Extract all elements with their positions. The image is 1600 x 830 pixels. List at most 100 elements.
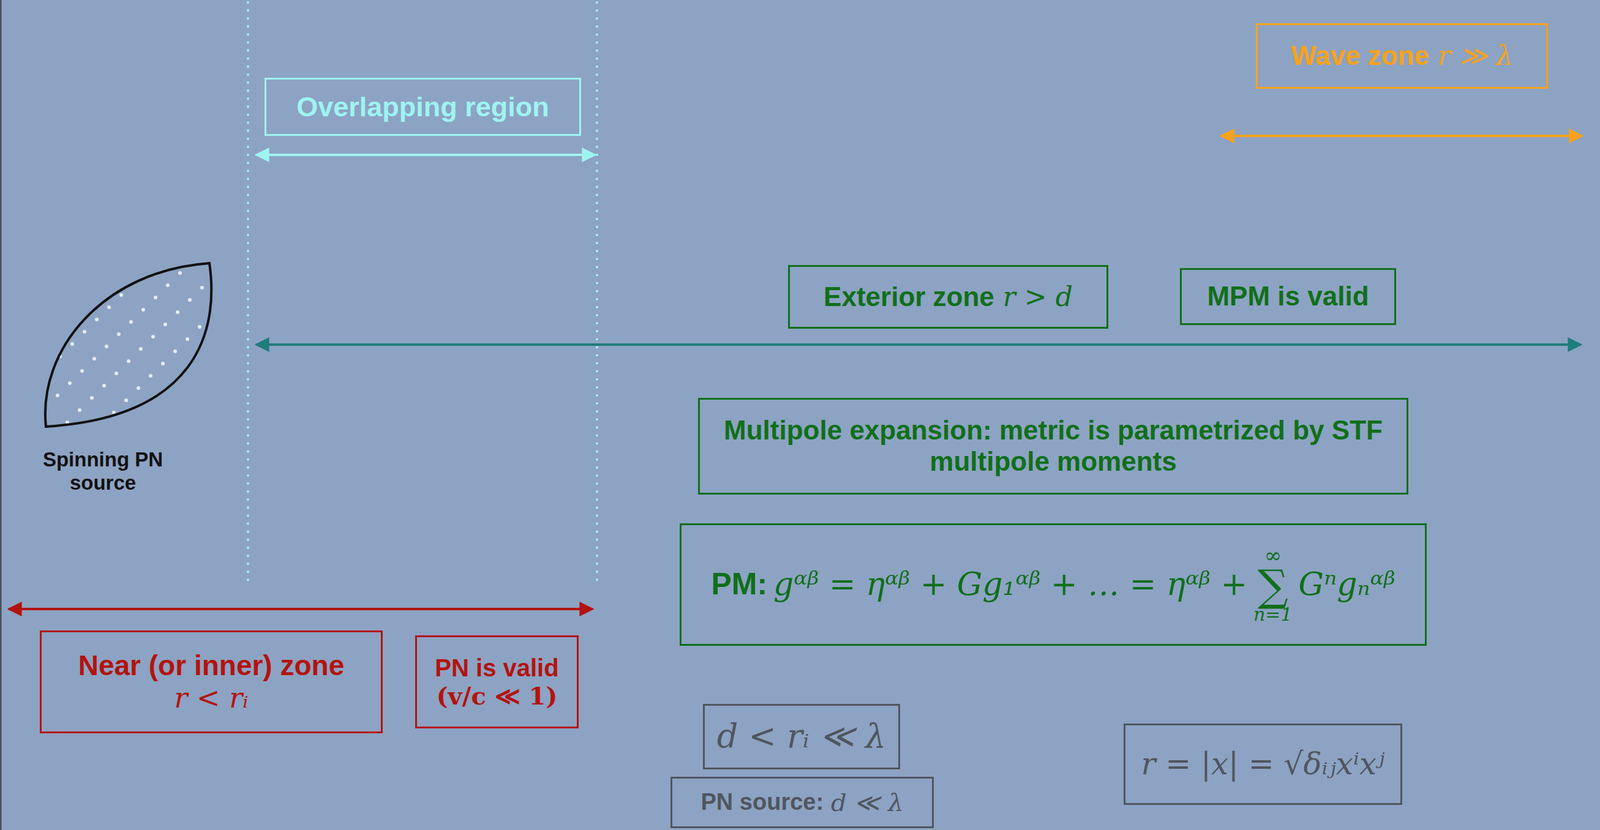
source-dot [55, 393, 60, 398]
frame-edge [0, 0, 2, 830]
node-text: r = |x| = √δᵢⱼxⁱxʲ [1140, 747, 1385, 783]
source-dot [185, 337, 190, 342]
dotted-boundary [246, 2, 250, 587]
source-dot [63, 276, 67, 280]
source-dot [104, 344, 109, 349]
node-text: ∞ [1264, 545, 1282, 566]
node-text: d ≪ λ [830, 788, 904, 817]
label-box: Exterior zoner > d [788, 265, 1109, 329]
node-text: Spinning PN source [41, 448, 165, 495]
node-text: r > d [1002, 281, 1073, 313]
node-text: Near (or inner) zone [78, 649, 345, 683]
node-text: d < rᵢ ≪ λ [717, 717, 887, 756]
label-box: Wave zoner ≫ λ [1255, 23, 1548, 89]
source-dot [178, 271, 182, 275]
source-dot [183, 376, 187, 381]
source-dot [143, 268, 148, 273]
source-dot [48, 327, 53, 332]
source-dot [195, 364, 200, 369]
label-box: PN is valid(v/c ≪ 1) [415, 635, 579, 729]
source-dot [207, 352, 212, 356]
source-dot [67, 381, 72, 386]
node-text: PN is valid [434, 653, 559, 683]
source-dot [153, 295, 158, 300]
source-dot [161, 361, 165, 366]
source-dot [173, 349, 177, 354]
node-text: Gⁿgₙᵅᵝ [1298, 566, 1396, 604]
range-arrow [255, 153, 596, 157]
source-dot [119, 293, 124, 297]
source-dot [116, 332, 121, 337]
source-dot [141, 307, 146, 312]
source-dot [163, 322, 168, 327]
range-arrow [1220, 134, 1583, 138]
source-dot [192, 403, 197, 408]
source-outline [45, 263, 212, 427]
text-stack: ∞∑n=1 [1253, 545, 1293, 624]
source-dot [129, 320, 133, 324]
source-dot [97, 278, 102, 283]
source-dot [107, 305, 111, 310]
source-dot [138, 347, 143, 351]
node-text: ∑ [1257, 565, 1289, 607]
source-dot [85, 290, 89, 295]
source-dot [151, 334, 155, 339]
source-dot [148, 374, 153, 378]
node-text: MPM is valid [1206, 281, 1369, 313]
node-text: Overlapping region [296, 91, 550, 124]
node-text: (v/c ≪ 1) [436, 682, 558, 711]
source-illustration [36, 257, 221, 441]
node-text: r ≫ λ [1437, 40, 1514, 72]
source-dot [126, 359, 131, 364]
source-dot [90, 396, 94, 400]
node-text: Wave zone [1290, 40, 1430, 72]
source-dot [50, 288, 55, 293]
source-dot [136, 386, 141, 391]
source-dot [180, 415, 185, 420]
node-text: Multipole expansion: metric is parametri… [712, 415, 1395, 477]
label-box: PN source:d ≪ λ [670, 777, 934, 829]
node-text: PM: [710, 567, 768, 603]
source-dot [109, 266, 114, 271]
node-text: PN source: [700, 789, 824, 817]
range-arrow [8, 608, 593, 611]
source-dot [187, 298, 192, 302]
source-dot [124, 398, 128, 403]
source-dot [99, 423, 104, 427]
label-box: MPM is valid [1179, 268, 1397, 326]
label-box: r = |x| = √δᵢⱼxⁱxʲ [1123, 723, 1403, 806]
source-dot [92, 356, 97, 361]
source-dot [197, 325, 202, 329]
text-stack: PN is valid(v/c ≪ 1) [434, 653, 559, 711]
source-dot [70, 342, 75, 346]
source-figure: Spinning PN source [36, 257, 221, 496]
node-text: gᵅᵝ = ηᵅᵝ + Gg₁ᵅᵝ + … = ηᵅᵝ + [773, 566, 1248, 604]
source-dot [80, 369, 84, 373]
node-text: Exterior zone [823, 281, 995, 313]
text-stack: Near (or inner) zoner < rᵢ [78, 649, 345, 715]
source-dot [60, 315, 65, 320]
source-dot [146, 413, 151, 417]
label-box: PM:gᵅᵝ = ηᵅᵝ + Gg₁ᵅᵝ + … = ηᵅᵝ +∞∑n=1Gⁿg… [679, 523, 1427, 647]
source-dot [94, 317, 99, 322]
source-dot [82, 330, 87, 334]
range-arrow [255, 343, 1582, 346]
source-dot [72, 303, 77, 307]
label-box: Near (or inner) zoner < rᵢ [39, 630, 383, 734]
source-dot [200, 285, 204, 290]
source-dot [175, 310, 180, 315]
node-text: n=1 [1253, 606, 1293, 624]
source-dot [165, 283, 170, 288]
label-box: Overlapping region [264, 77, 582, 136]
label-box: Multipole expansion: metric is parametri… [698, 398, 1409, 495]
source-dot [102, 383, 106, 388]
source-dot [77, 408, 82, 413]
dotted-boundary [595, 2, 599, 587]
source-dot [158, 401, 163, 405]
source-dot [205, 391, 209, 395]
node-text: r < rᵢ [173, 682, 248, 715]
source-dot [170, 388, 175, 393]
source-dot [114, 371, 119, 376]
label-box: d < rᵢ ≪ λ [702, 704, 901, 770]
